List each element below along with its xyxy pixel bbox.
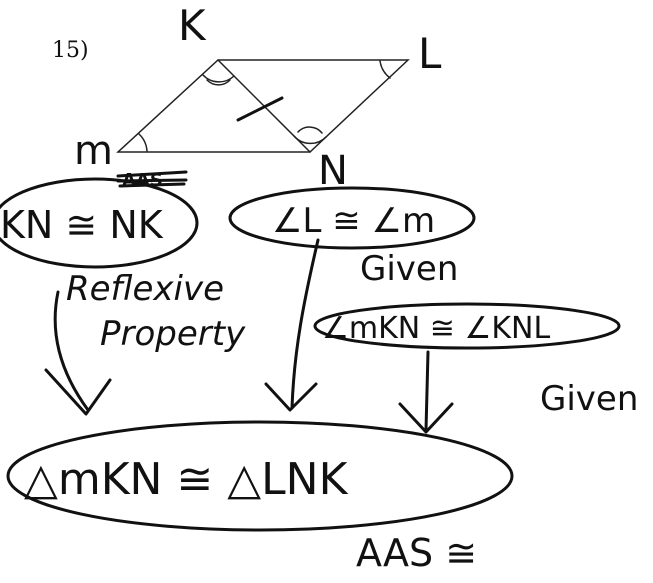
arrow-head-reflexive bbox=[44, 368, 112, 416]
vertex-label-n: N bbox=[318, 148, 348, 194]
angle-arc-n-inner bbox=[297, 126, 323, 134]
vertex-label-l: L bbox=[418, 29, 442, 78]
statement-oval-angle-mkn: ∠mKN ≅ ∠KNL bbox=[313, 302, 621, 350]
oval-angle-l bbox=[228, 186, 476, 250]
reason-conclusion: AAS ≅ bbox=[356, 531, 477, 575]
angle-arc-m bbox=[138, 133, 148, 152]
reason-angle-mkn: Given bbox=[540, 379, 638, 419]
statement-oval-angle-l: ∠L ≅ ∠m bbox=[228, 186, 476, 250]
reason-reflexive-line1: Reflexive bbox=[66, 269, 224, 309]
conclusion-oval: △mKN ≅ △LNK bbox=[6, 420, 514, 532]
arrow-head-angle-l bbox=[264, 382, 318, 412]
oval-conclusion bbox=[6, 420, 514, 532]
reason-reflexive-line2: Property bbox=[100, 314, 246, 354]
flow-arrows bbox=[44, 238, 454, 434]
statement-reflexive: KN ≅ NK bbox=[0, 203, 164, 247]
statement-conclusion: △mKN ≅ △LNK bbox=[24, 454, 349, 505]
arrow-shaft-angle-l bbox=[290, 238, 320, 410]
angle-arc-k-outer bbox=[202, 74, 235, 83]
arrow-shaft-angle-mkn bbox=[424, 350, 430, 432]
diagonal-tick-mark bbox=[236, 96, 284, 122]
angle-arc-n-outer bbox=[293, 135, 327, 145]
reason-angle-l: Given bbox=[360, 249, 458, 289]
angle-arc-k-inner bbox=[206, 79, 231, 86]
oval-reflexive bbox=[0, 177, 199, 269]
parallelogram-figure bbox=[116, 59, 410, 153]
angle-arc-l bbox=[379, 60, 391, 79]
oval-angle-mkn bbox=[313, 302, 621, 350]
statement-angle-mkn: ∠mKN ≅ ∠KNL bbox=[322, 311, 550, 346]
statement-oval-reflexive: KN ≅ NK bbox=[0, 177, 199, 269]
problem-number: 15) bbox=[52, 38, 89, 63]
vertex-label-m: m bbox=[74, 128, 113, 174]
vertex-label-k: K bbox=[178, 1, 207, 50]
arrow-head-angle-mkn bbox=[398, 402, 454, 434]
statement-angle-l: ∠L ≅ ∠m bbox=[272, 201, 435, 241]
arrow-shaft-reflexive bbox=[53, 290, 90, 412]
